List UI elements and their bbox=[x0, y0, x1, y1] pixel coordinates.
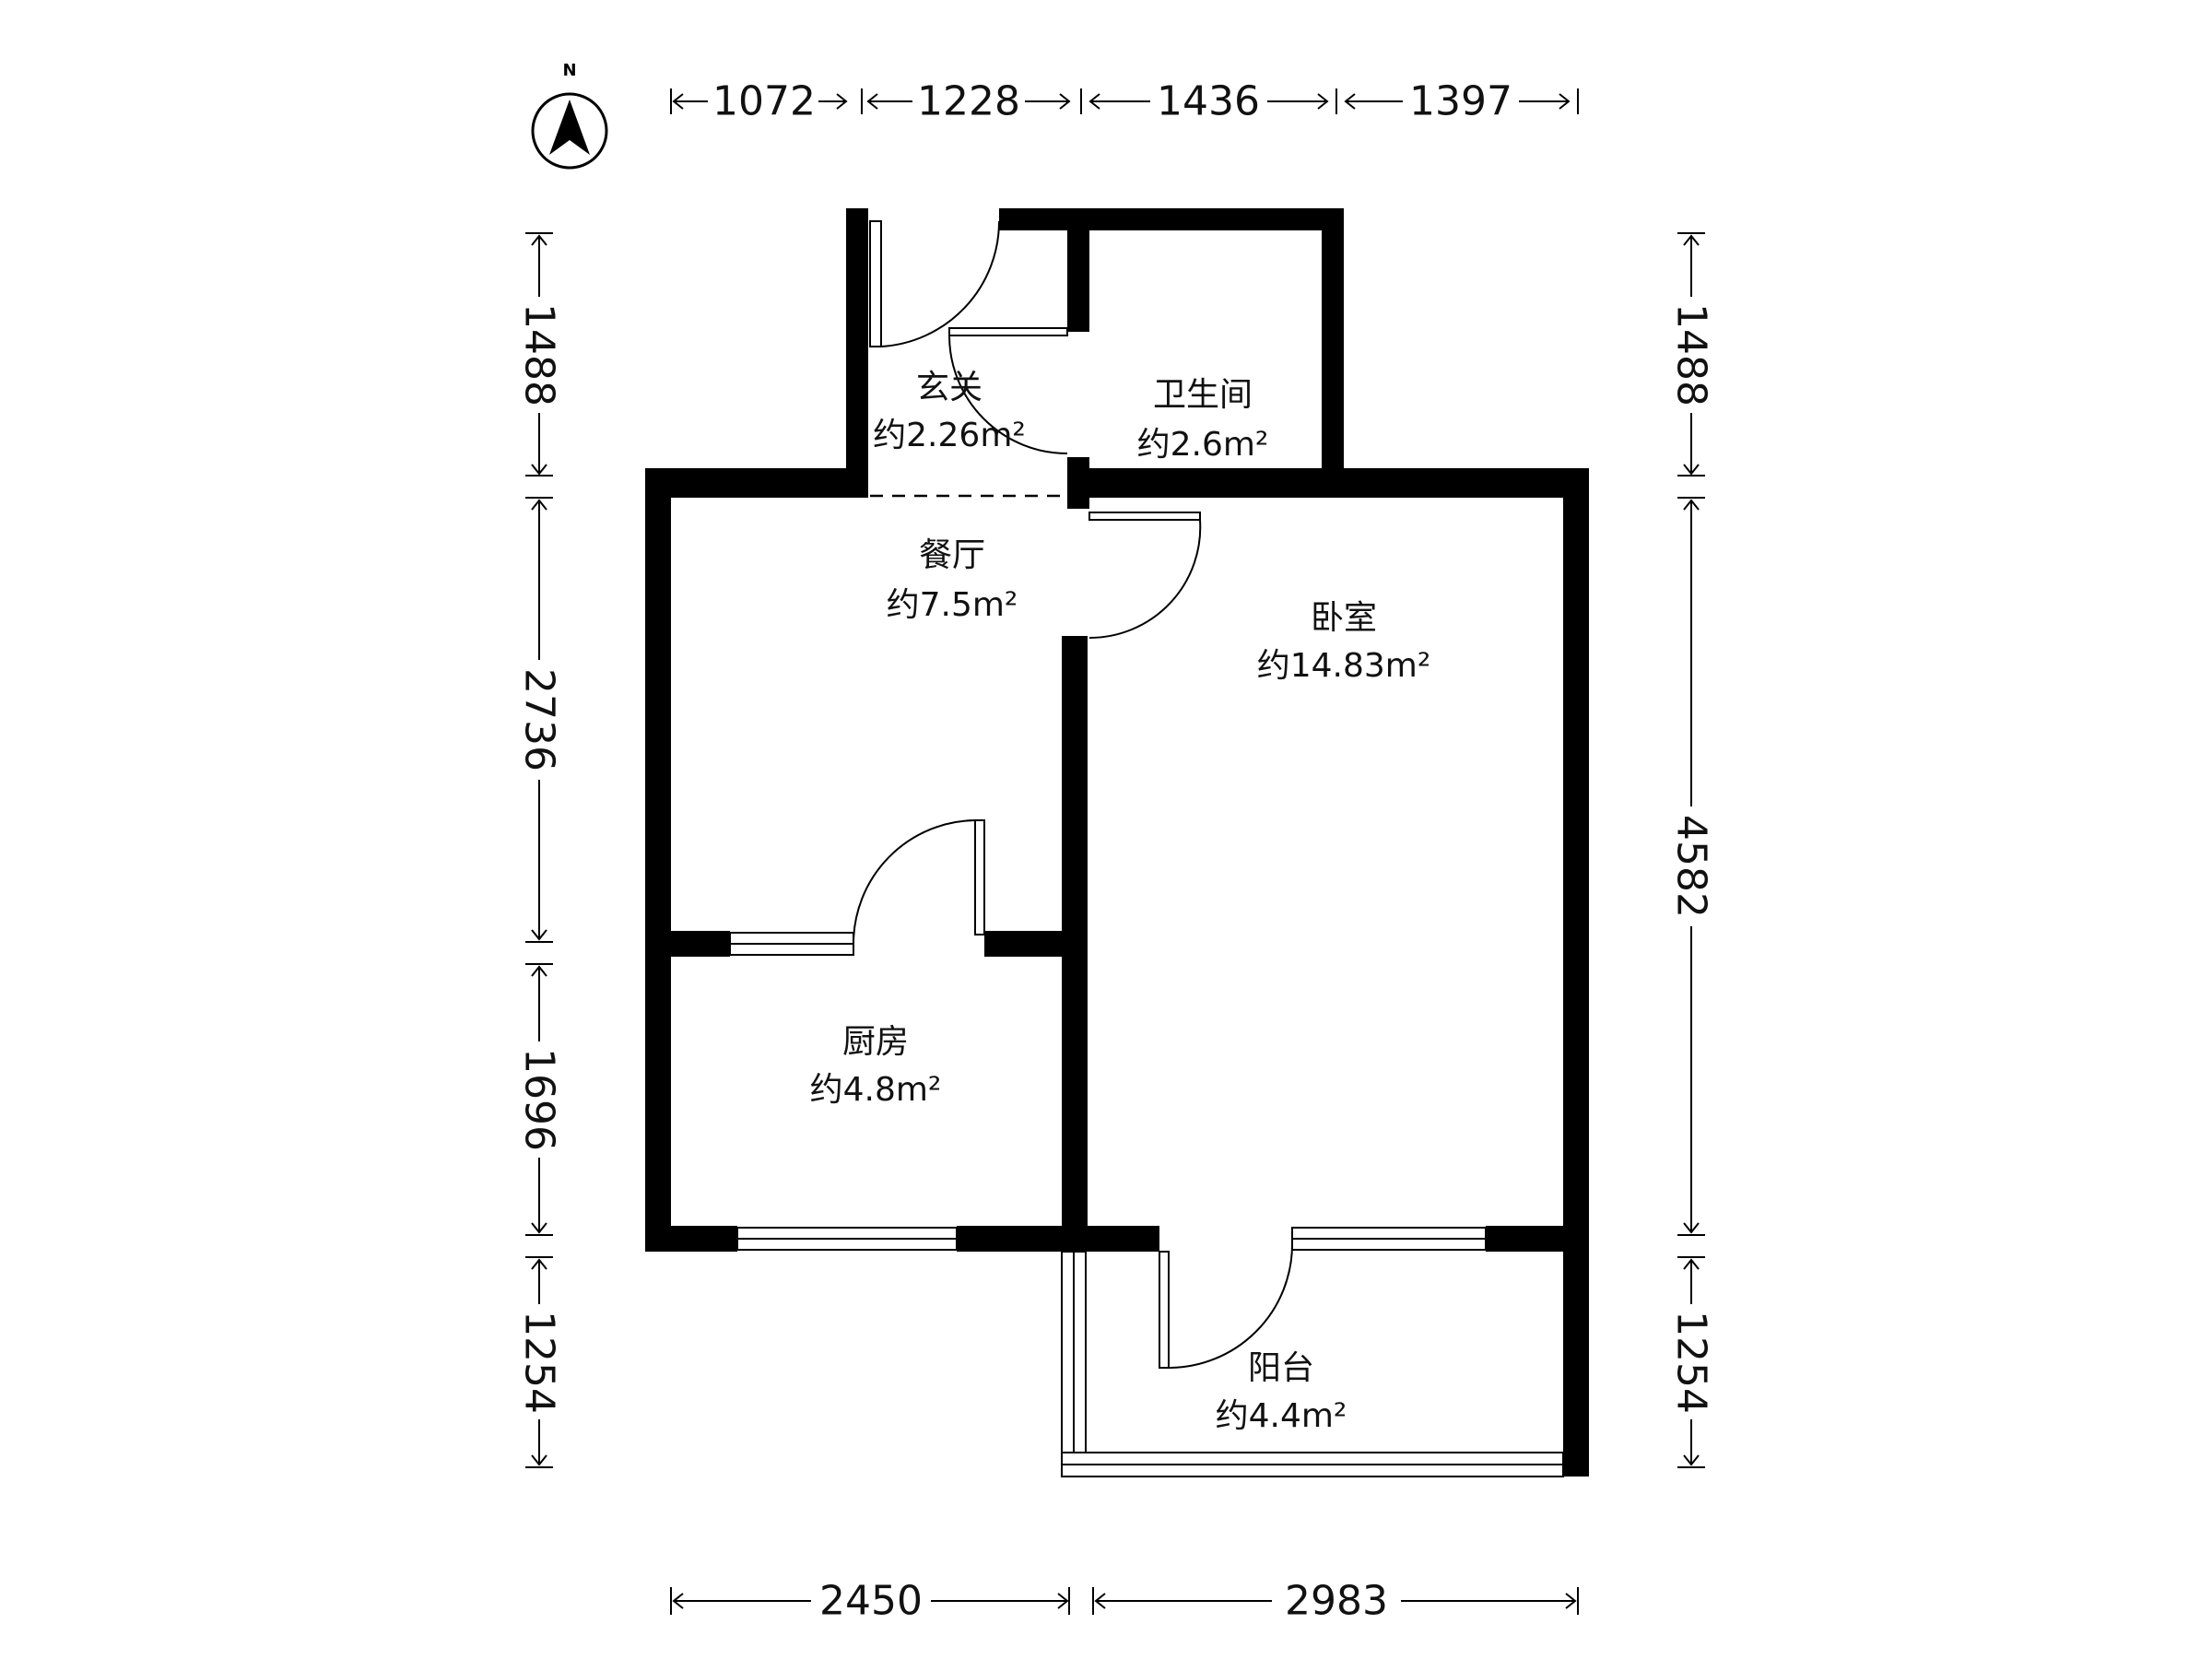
dim-top-1: 1072 bbox=[712, 78, 816, 125]
room-name-kitchen: 厨房 bbox=[842, 1023, 909, 1061]
dim-right-1: 1488 bbox=[1668, 303, 1715, 406]
room-name-bathroom: 卫生间 bbox=[1153, 376, 1253, 414]
dim-left-2: 2736 bbox=[516, 668, 563, 771]
dim-bottom-2: 2983 bbox=[1285, 1578, 1388, 1625]
north-arrow-icon bbox=[531, 92, 608, 170]
balcony-south-window bbox=[1061, 1452, 1564, 1477]
room-area-foyer: 约2.26m² bbox=[873, 417, 1026, 454]
room-name-bedroom: 卧室 bbox=[1311, 599, 1377, 637]
room-area-bathroom: 约2.6m² bbox=[1137, 426, 1269, 464]
kitchen-north-window bbox=[729, 932, 854, 956]
right-dimensions: 1488 4582 1254 bbox=[1668, 232, 1715, 1468]
dim-top-4: 1397 bbox=[1409, 78, 1512, 125]
dim-right-2: 4582 bbox=[1668, 815, 1715, 918]
bedroom-door bbox=[1088, 512, 1202, 640]
bottom-dimensions: 2450 2983 bbox=[670, 1578, 1579, 1625]
room-labels: 玄关 约2.26m² 卫生间 约2.6m² 餐厅 约7.5m² 卧室 约14.8… bbox=[810, 369, 1431, 1435]
room-name-balcony: 阳台 bbox=[1248, 1349, 1314, 1387]
dim-top-2: 1228 bbox=[917, 78, 1020, 125]
balcony-west-window bbox=[1061, 1251, 1087, 1476]
balcony-door bbox=[1159, 1243, 1293, 1369]
dim-right-3: 1254 bbox=[1668, 1311, 1715, 1414]
room-area-kitchen: 约4.8m² bbox=[810, 1071, 942, 1109]
top-dimensions: 1072 1228 1436 1397 bbox=[670, 78, 1579, 125]
dim-left-3: 1696 bbox=[516, 1048, 563, 1151]
dim-left-4: 1254 bbox=[516, 1311, 563, 1414]
dim-bottom-1: 2450 bbox=[819, 1578, 923, 1625]
dim-left-1: 1488 bbox=[516, 303, 563, 406]
entrance-door bbox=[869, 220, 1001, 347]
room-area-balcony: 约4.4m² bbox=[1216, 1397, 1347, 1435]
kitchen-door bbox=[853, 819, 985, 945]
room-area-dining: 约7.5m² bbox=[887, 586, 1018, 624]
room-name-foyer: 玄关 bbox=[916, 369, 982, 406]
dim-top-3: 1436 bbox=[1157, 78, 1260, 125]
room-name-dining: 餐厅 bbox=[919, 536, 985, 574]
compass: N bbox=[531, 61, 608, 170]
bedroom-south-window bbox=[1291, 1227, 1487, 1251]
windows bbox=[729, 932, 1564, 1477]
bathroom-door bbox=[948, 327, 1068, 454]
doors bbox=[853, 220, 1293, 1369]
north-label: N bbox=[562, 61, 576, 80]
walls bbox=[645, 208, 1589, 1477]
left-dimensions: 1488 2736 1696 1254 bbox=[516, 232, 563, 1468]
kitchen-south-window bbox=[736, 1227, 958, 1251]
room-area-bedroom: 约14.83m² bbox=[1257, 647, 1431, 685]
